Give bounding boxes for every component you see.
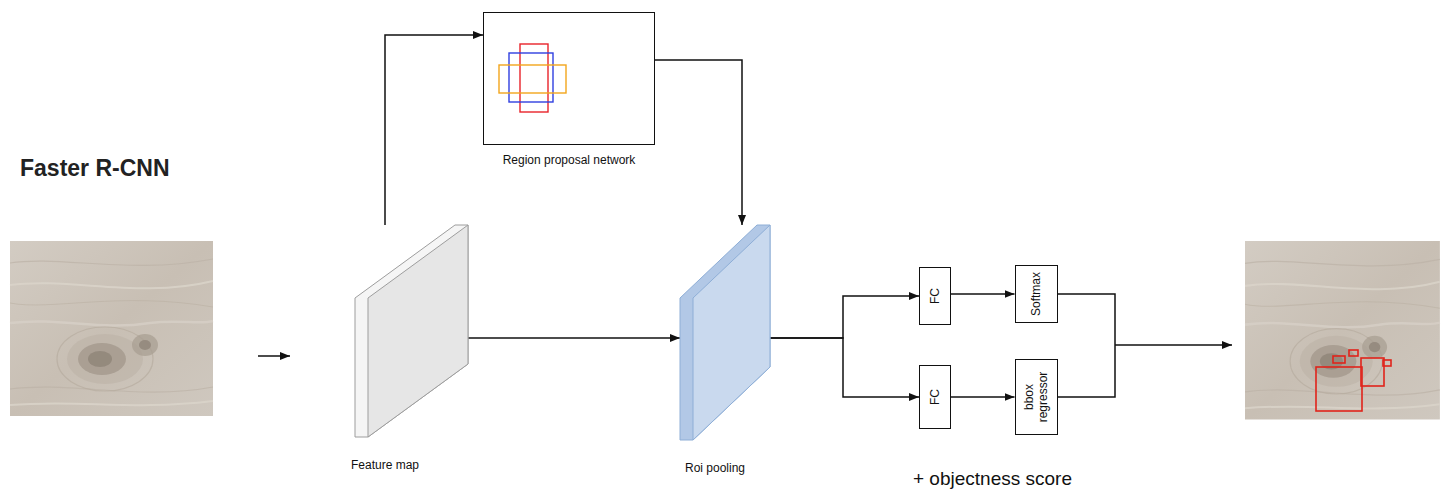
connector-arrow	[770, 296, 919, 338]
node-label: Roi pooling	[685, 461, 745, 475]
feature-slab: Feature map	[355, 225, 468, 473]
input-arrow	[258, 355, 290, 357]
connector-arrow	[385, 35, 483, 225]
slab-face	[693, 225, 770, 440]
slab-shape	[680, 225, 770, 440]
node-label: Feature map	[351, 458, 419, 472]
connector-arrow	[468, 337, 680, 339]
connector-arrow	[655, 60, 742, 225]
box-label: FC	[928, 288, 942, 304]
slab-edge	[355, 225, 468, 437]
slab-edge	[680, 225, 770, 440]
detection-box	[1333, 356, 1345, 363]
anchor-box	[509, 53, 553, 102]
node-label: Region proposal network	[503, 153, 636, 167]
feature-slab: Roi pooling	[680, 225, 770, 476]
proposal-box: Region proposal network	[483, 12, 655, 175]
detection-box	[1383, 360, 1391, 366]
diagram-title: Faster R-CNN	[20, 155, 170, 182]
input-image	[10, 241, 213, 416]
connector-arrow	[770, 338, 919, 397]
output-image	[1245, 241, 1440, 420]
detection-box	[1349, 350, 1358, 356]
note-label: + objectness score	[913, 468, 1072, 490]
connector-arrow	[951, 396, 1015, 398]
anchor-boxes	[484, 13, 653, 143]
connector-arrow	[951, 293, 1015, 295]
box-label: Softmax	[1029, 272, 1043, 316]
proposal-outline	[483, 12, 655, 145]
layer-box: FC	[919, 365, 951, 429]
slab-face	[368, 225, 468, 437]
output-arrow	[1115, 344, 1232, 346]
detection-box	[1361, 358, 1384, 386]
layer-box: bbox regressor	[1015, 359, 1058, 435]
detection-box	[1316, 367, 1362, 411]
layer-box: Softmax	[1015, 265, 1058, 323]
layer-box: FC	[919, 267, 951, 325]
slab-shape	[355, 225, 468, 437]
anchor-box	[499, 65, 566, 93]
box-label: bbox regressor	[1022, 365, 1051, 429]
box-label: FC	[928, 389, 942, 405]
detection-boxes	[1316, 350, 1391, 411]
merge-wire	[1058, 294, 1115, 397]
